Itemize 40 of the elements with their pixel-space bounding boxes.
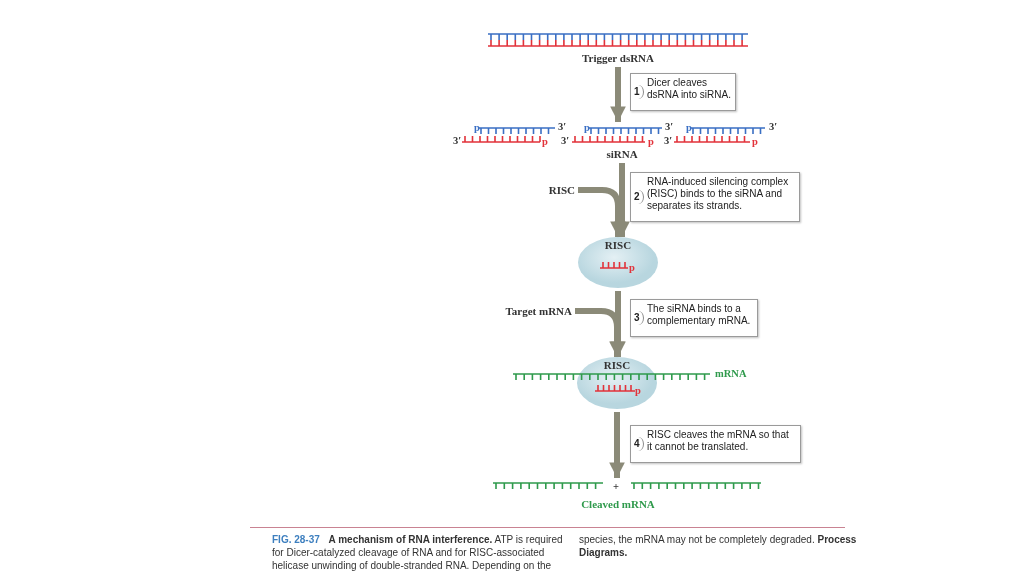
end-mark: p [474,123,480,134]
end-mark: p [635,386,641,397]
end-mark: p [629,263,635,274]
strand-label: Trigger dsRNA [582,53,654,64]
end-mark: 3′ [453,136,462,147]
end-mark: p [686,123,692,134]
step-callout [630,73,736,111]
figure-caption: FIG. 28-37 A mechanism of RNA interference. ATP is required for Dicer-catalyzed cleavage of RNA and for RISC-associated helicase unwinding of double-stranded RNA. Depending on the species, the mRNA may not be completely degraded. Process Diagrams. [272,533,858,573]
step-number: 2 [632,190,644,204]
step-description: Dicer cleaves dsRNA into siRNA. [647,77,731,100]
end-mark: p [542,137,548,148]
step-callout [630,299,758,337]
arrow [609,412,625,478]
strand-label: siRNA [606,149,638,160]
step-callout [630,425,801,463]
step-number: 1 [632,85,644,99]
component-label: RISC [545,183,575,197]
end-mark: 3′ [561,136,570,147]
arrow [578,187,626,237]
arrow [575,308,625,357]
arrow [610,67,626,122]
step-number: 3 [632,311,644,325]
step-description: RISC cleaves the mRNA so that it cannot be translated. [647,429,789,452]
end-mark: 3′ [558,122,567,133]
step-description: The siRNA binds to a complementary mRNA. [647,303,751,326]
plus-sign: + [613,482,619,493]
end-mark: 3′ [665,122,674,133]
complex-label: RISC [604,240,632,251]
step-number: 4 [632,437,644,451]
strand-label: mRNA [715,369,747,380]
end-mark: p [752,137,758,148]
component-label: Target mRNA [500,304,572,318]
step-description: RNA-induced silencing complex (RISC) binds to the siRNA and separates its strands. [647,176,789,211]
end-mark: 3′ [769,122,778,133]
strand-label: Cleaved mRNA [581,499,655,510]
complex-label: RISC [603,360,631,371]
end-mark: 3′ [664,136,673,147]
step-callout [630,172,800,222]
end-mark: p [648,137,654,148]
end-mark: p [584,123,590,134]
